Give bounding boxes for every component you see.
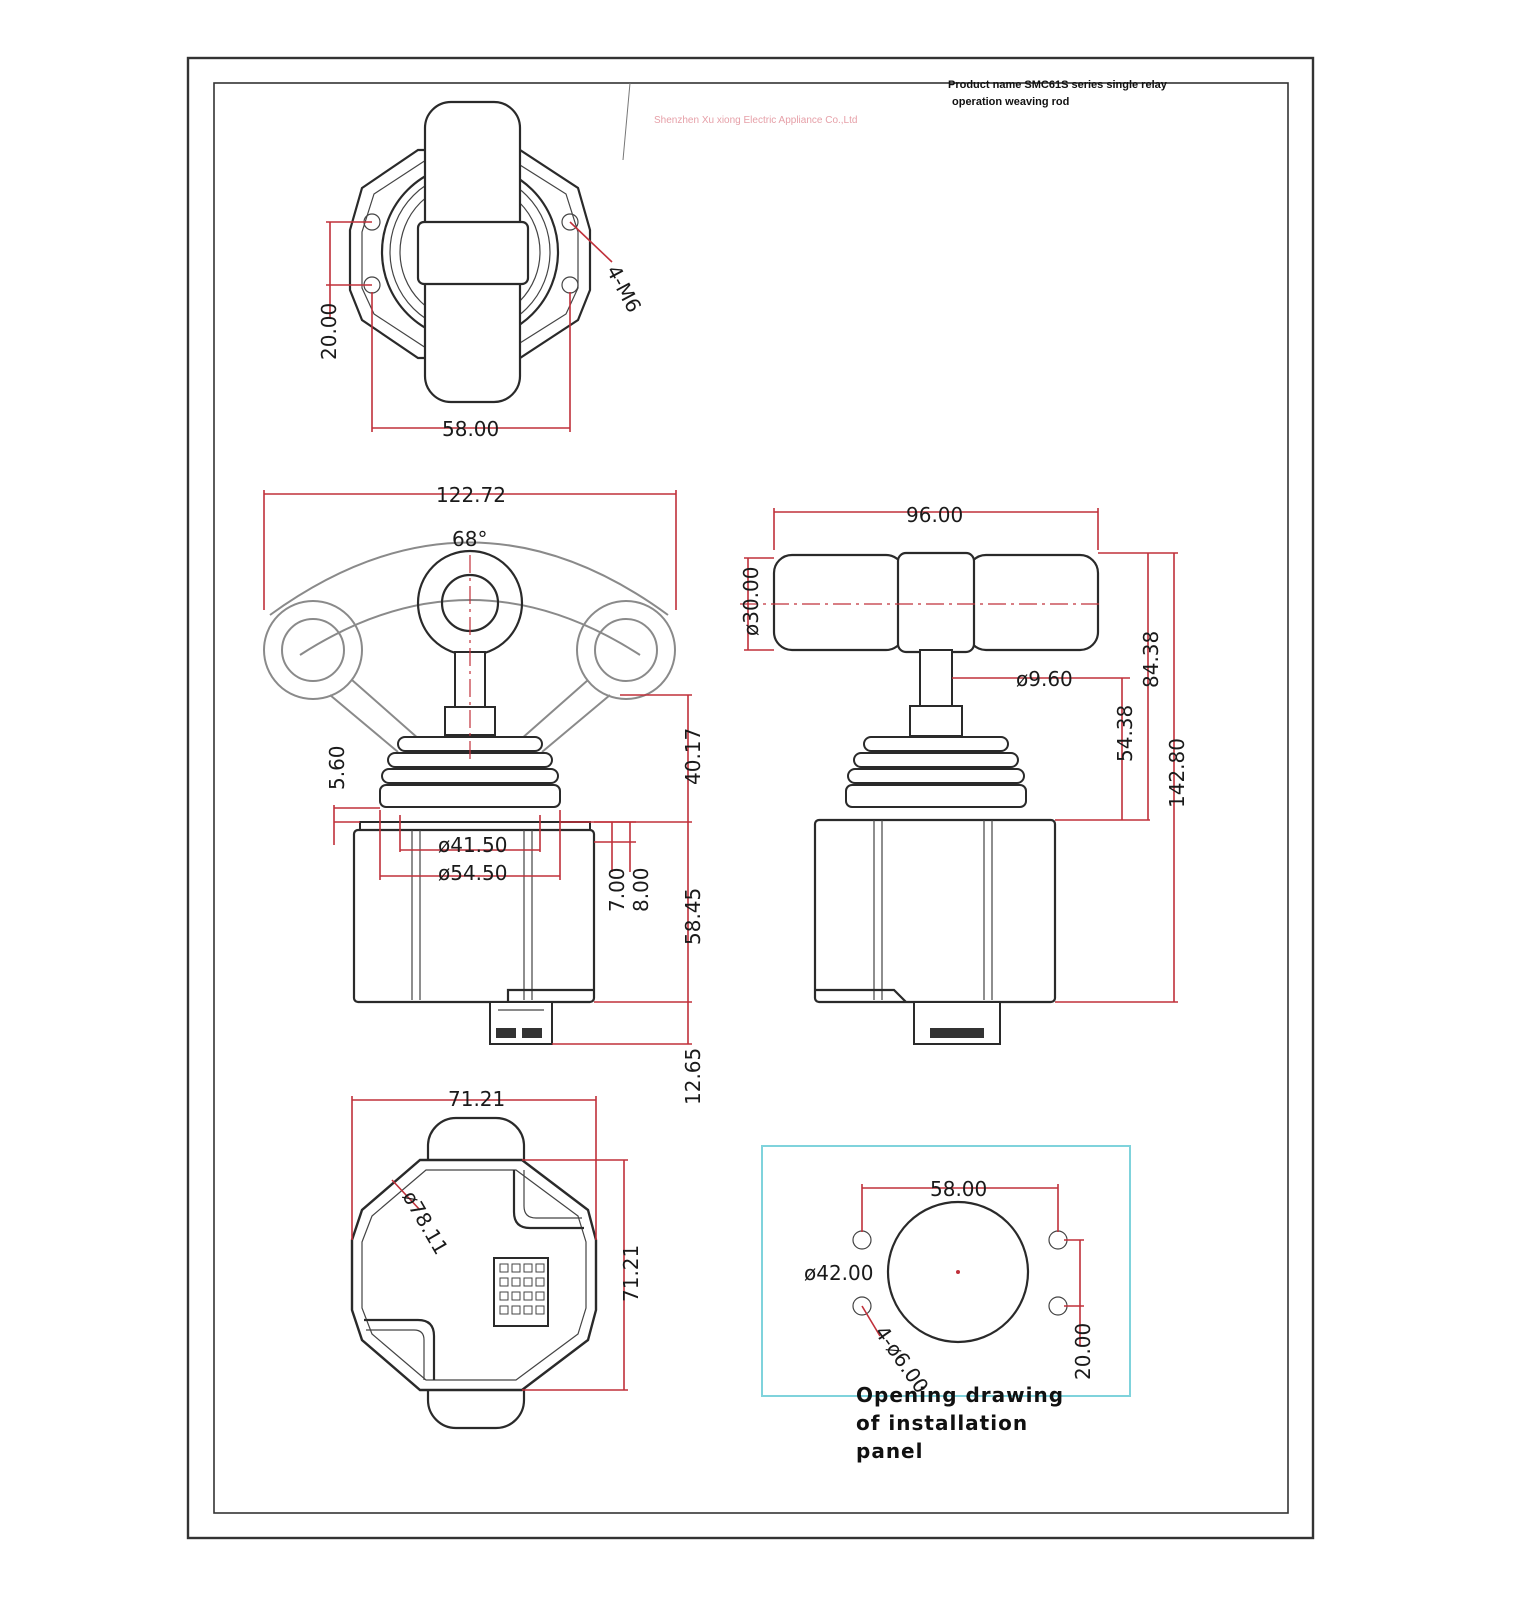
panel-caption-line1: Opening drawing: [856, 1383, 1064, 1407]
front-view: 122.72 68° 5.60 ø41.50 ø54.50 7.00 8.00 …: [263, 483, 705, 1105]
panel-caption-line2: of installation: [856, 1411, 1028, 1435]
product-name-line1: Product name SMC61S series single relay: [948, 79, 1168, 91]
top-hole-callout: 4-M6: [602, 261, 647, 316]
front-dim-54-50: ø54.50: [438, 861, 508, 885]
side-dim-54-38: 54.38: [1113, 705, 1137, 762]
panel-caption-line3: panel: [856, 1439, 923, 1463]
front-dim-122-72: 122.72: [436, 483, 506, 507]
top-dim-20: 20.00: [317, 303, 341, 360]
panel-dim-20: 20.00: [1071, 1323, 1095, 1380]
side-dim-84-38: 84.38: [1139, 631, 1163, 688]
side-dim-96: 96.00: [906, 503, 963, 527]
company-name: Shenzhen Xu xiong Electric Appliance Co.…: [654, 115, 857, 126]
bottom-dim-width: 71.21: [448, 1087, 505, 1111]
front-dim-5-60: 5.60: [325, 745, 349, 790]
panel-frame: [761, 1145, 1131, 1397]
side-dim-30: ø30.00: [739, 567, 763, 637]
panel-dim-58: 58.00: [930, 1177, 987, 1201]
panel-dim-42: ø42.00: [804, 1261, 874, 1285]
top-dim-58: 58.00: [442, 417, 499, 441]
top-view: 20.00 58.00 4-M6: [317, 100, 647, 441]
side-view: 96.00 ø30.00 ø9.60 54.38 84.38 142.80: [739, 503, 1189, 1045]
front-dim-58-45: 58.45: [681, 888, 705, 945]
title-block: Product name SMC61S series single relay …: [654, 79, 1168, 126]
front-dim-40-17: 40.17: [681, 728, 705, 785]
bottom-dim-height: 71.21: [619, 1245, 643, 1302]
front-dim-8-00: 8.00: [629, 867, 653, 912]
panel-cutout-view: 58.00 ø42.00 20.00 4-ø6.00 Opening drawi…: [761, 1145, 1131, 1463]
side-dim-9-60: ø9.60: [1016, 667, 1073, 691]
front-dim-41-50: ø41.50: [438, 833, 508, 857]
sheet-frame: [186, 56, 1315, 1540]
front-dim-7-00: 7.00: [605, 867, 629, 912]
front-dim-angle: 68°: [452, 527, 487, 551]
front-dim-12-65: 12.65: [681, 1048, 705, 1105]
side-dim-142-80: 142.80: [1165, 738, 1189, 808]
product-name-line2: operation weaving rod: [952, 96, 1069, 108]
bottom-view: 71.21 71.21 ø78.11: [350, 1087, 643, 1430]
